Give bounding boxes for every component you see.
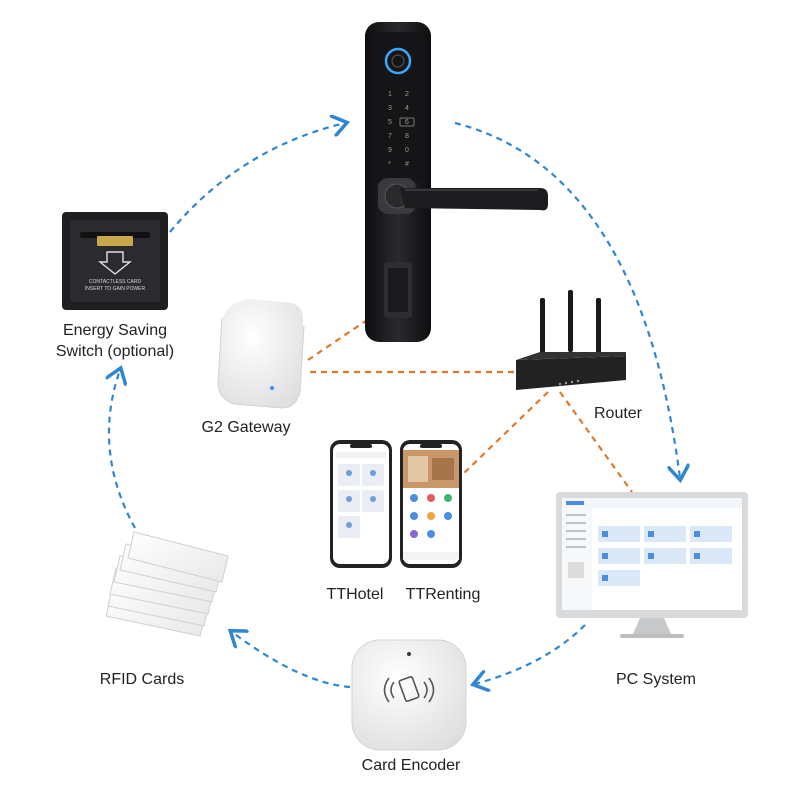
switch-plate-text-1: CONTACTLESS CARD	[89, 279, 142, 285]
link-gateway-to-lock	[307, 317, 371, 361]
energy-switch-label: Energy Saving Switch (optional)	[56, 320, 174, 362]
energy-switch-label-line1: Energy Saving	[62, 322, 168, 339]
card-encoder	[351, 639, 467, 751]
flow-arrows	[109, 123, 680, 687]
phone-ttrenting	[400, 440, 462, 568]
gateway-label: G2 Gateway	[201, 419, 291, 436]
rfid-cards	[105, 531, 229, 637]
svg-text:1: 1	[388, 91, 392, 98]
flow-arrow-cards-to-switch	[109, 370, 136, 529]
network-links	[307, 317, 633, 493]
smart-lock: 1 2 3 4 5 6 7 8 9 0 * #	[365, 22, 548, 342]
flow-arrow-encoder-to-cards	[232, 632, 351, 689]
fingerprint-icon	[384, 47, 412, 75]
phone-tthotel	[330, 440, 392, 568]
arrow-down-icon	[98, 251, 132, 275]
pc-monitor	[556, 492, 748, 638]
router	[516, 290, 626, 390]
g2-gateway	[217, 296, 306, 409]
link-router-to-pc	[559, 391, 633, 493]
pc-system-label: PC System	[615, 671, 697, 688]
svg-text:0: 0	[405, 147, 409, 154]
svg-text:3: 3	[388, 105, 392, 112]
svg-text:9: 9	[388, 147, 392, 154]
svg-text:*: *	[388, 161, 391, 168]
svg-text:2: 2	[405, 91, 409, 98]
ttrenting-label: TTRenting	[405, 586, 481, 603]
svg-text:5: 5	[388, 119, 392, 126]
router-label: Router	[593, 405, 643, 422]
energy-switch-label-line2: Switch (optional)	[55, 343, 175, 360]
flow-arrow-switch-to-lock	[169, 123, 345, 233]
rfid-wave-icon	[383, 676, 435, 703]
rfid-cards-label: RFID Cards	[99, 671, 185, 688]
svg-text:7: 7	[388, 133, 392, 140]
svg-text:4: 4	[405, 105, 409, 112]
wifi-antenna-icon	[540, 298, 545, 354]
keypad-icon: 1 2 3 4 5 6 7 8 9 0 * #	[388, 91, 409, 168]
svg-text:8: 8	[405, 133, 409, 140]
status-led-icon	[270, 386, 274, 390]
switch-plate-text-2: INSERT TO GAIN POWER	[85, 286, 146, 292]
flow-arrow-pc-to-encoder	[475, 624, 586, 684]
energy-saving-switch: CONTACTLESS CARD INSERT TO GAIN POWER	[62, 212, 168, 310]
tthotel-label: TTHotel	[326, 586, 384, 603]
svg-text:6: 6	[405, 119, 409, 126]
card-encoder-label: Card Encoder	[361, 757, 461, 774]
flow-arrow-lock-to-pc	[454, 121, 680, 478]
svg-text:#: #	[405, 161, 409, 168]
link-router-to-apps	[461, 391, 549, 476]
